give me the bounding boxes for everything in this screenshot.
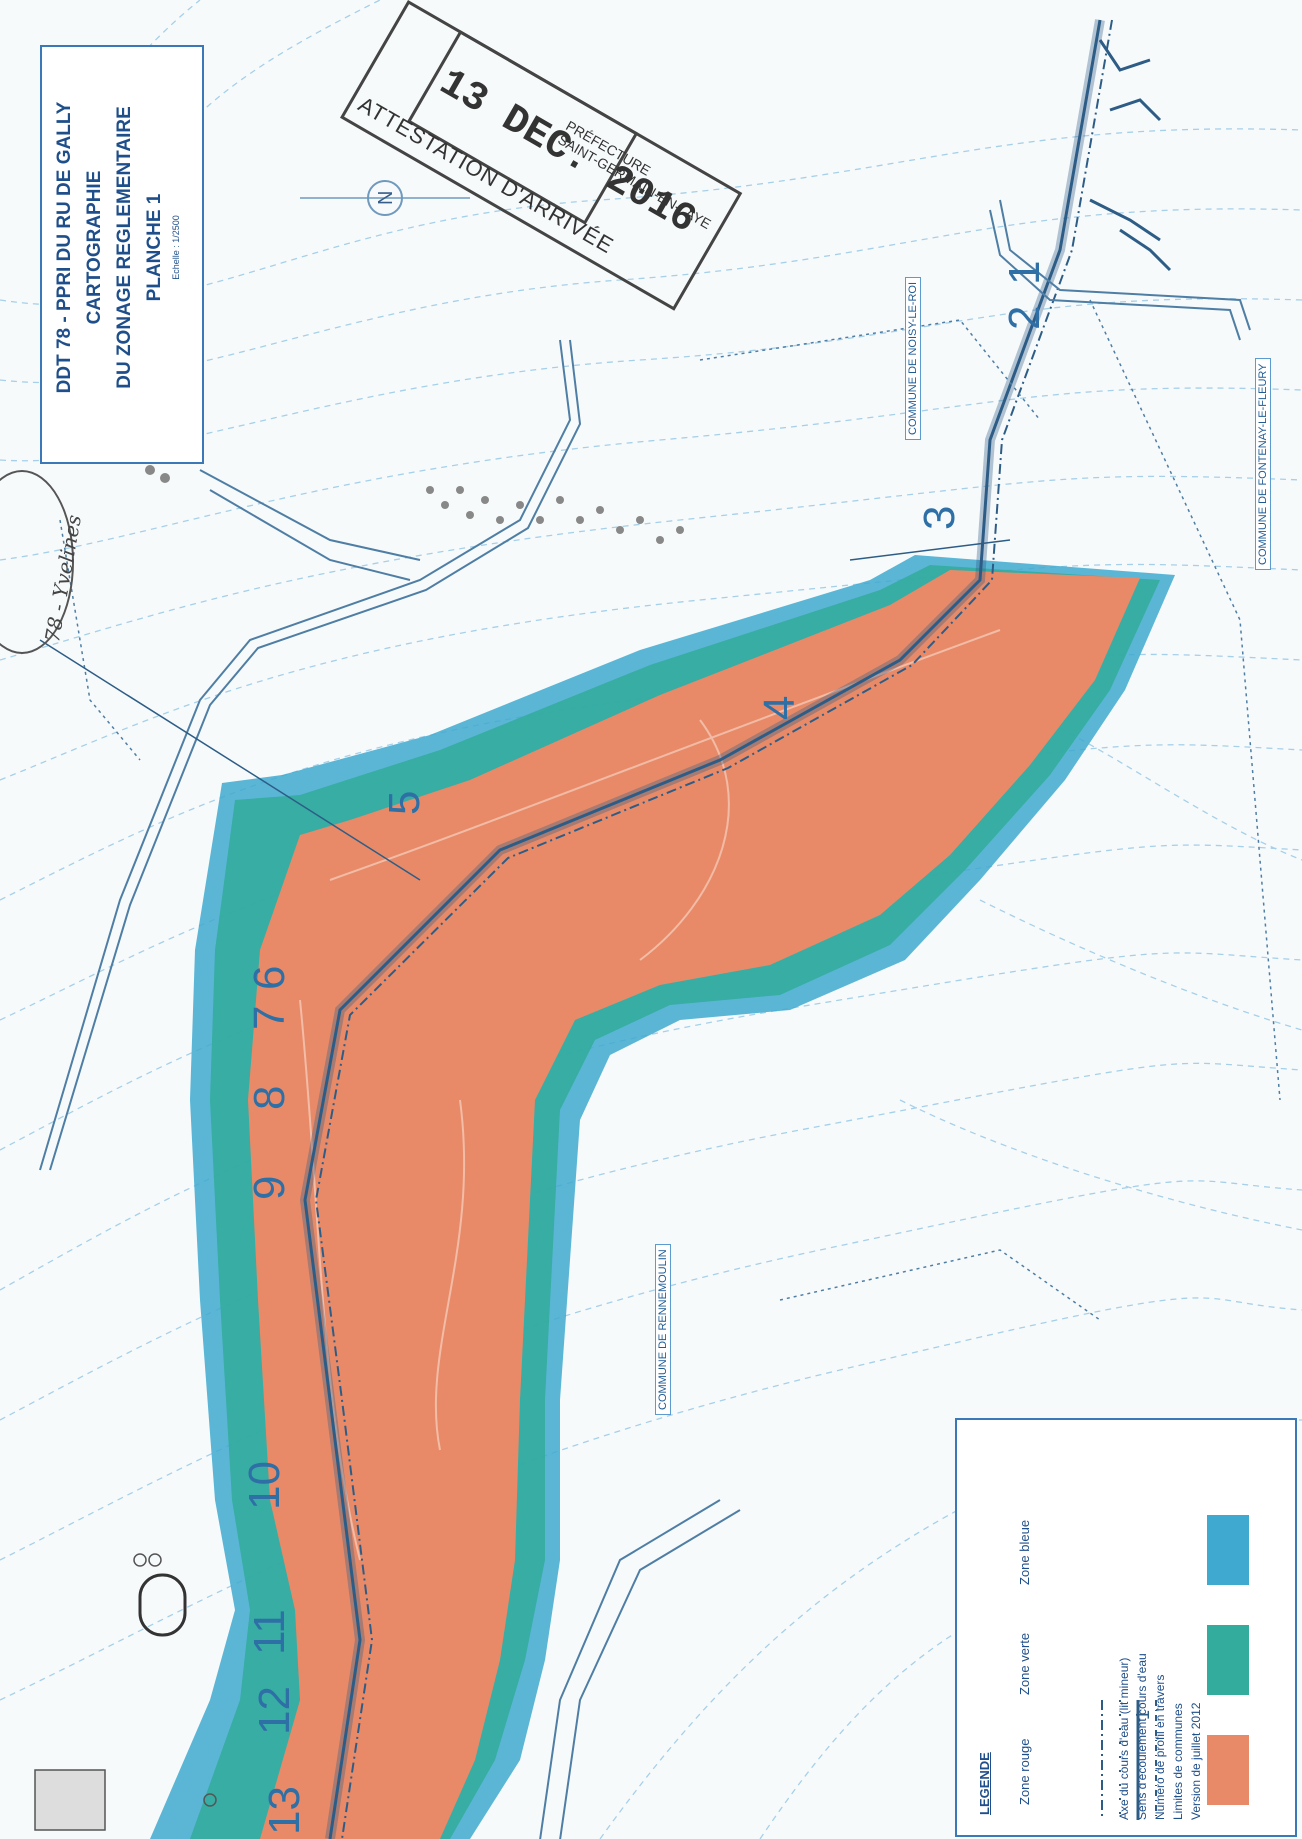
profile-number: 12 — [250, 1686, 299, 1735]
title-line-2: CARTOGRAPHIE — [84, 170, 105, 325]
roads — [39, 199, 1251, 1839]
legend-block: LEGENDE Zone rouge Zone verte Zone bleue… — [955, 1418, 1297, 1837]
legend-line-symbols — [1101, 1700, 1157, 1820]
title-text: DDT 78 - PPRI DU RU DE GALLY CARTOGRAPHI… — [50, 45, 182, 450]
profile-number: 1 — [1000, 260, 1049, 285]
commune-label-noisy: COMMUNE DE NOISY-LE-ROI — [905, 276, 921, 440]
profile-number: 2 — [1000, 305, 1049, 330]
legend-label-verte: Zone verte — [1017, 1632, 1032, 1695]
profile-number: 6 — [245, 965, 294, 990]
buildings — [34, 1553, 217, 1831]
profile-number: 3 — [915, 505, 964, 530]
zone-contours — [299, 629, 1001, 1561]
legend-label-bleue: Zone bleue — [1017, 1519, 1032, 1585]
profile-lines — [39, 539, 1011, 881]
profile-number: 9 — [245, 1175, 294, 1200]
north-arrow: N — [300, 180, 470, 216]
legend-title: LEGENDE — [977, 1752, 992, 1815]
commune-label-rennemoulin: COMMUNE DE RENNEMOULIN — [655, 1244, 671, 1415]
svg-text:N: N — [375, 191, 397, 205]
profile-number: 8 — [245, 1085, 294, 1110]
title-scale: Echelle : 1/2500 — [171, 215, 181, 280]
vegetation — [145, 465, 684, 544]
title-line-3: DU ZONAGE REGLEMENTAIRE — [114, 106, 135, 389]
title-line-1: DDT 78 - PPRI DU RU DE GALLY — [54, 101, 75, 394]
profile-number: 7 — [245, 1005, 294, 1030]
profile-number: 5 — [380, 790, 429, 815]
profile-number: 10 — [240, 1461, 289, 1510]
title-line-4: PLANCHE 1 — [144, 193, 165, 302]
zone-rouge — [248, 570, 1140, 1839]
profile-number: 13 — [260, 1786, 309, 1835]
commune-label-fontenay: COMMUNE DE FONTENAY-LE-FLEURY — [1255, 358, 1271, 570]
river-axis — [299, 19, 1113, 1839]
legend-label-rouge: Zone rouge — [1017, 1738, 1032, 1806]
profile-number: 11 — [245, 1609, 294, 1655]
tributaries — [1089, 39, 1172, 272]
commune-boundaries — [59, 299, 1281, 1321]
legend-swatch-bleue — [1207, 1515, 1249, 1585]
title-block — [40, 45, 204, 464]
profile-number: 4 — [755, 695, 804, 720]
legend-profile-symbol: 1 — [1133, 1709, 1153, 1720]
